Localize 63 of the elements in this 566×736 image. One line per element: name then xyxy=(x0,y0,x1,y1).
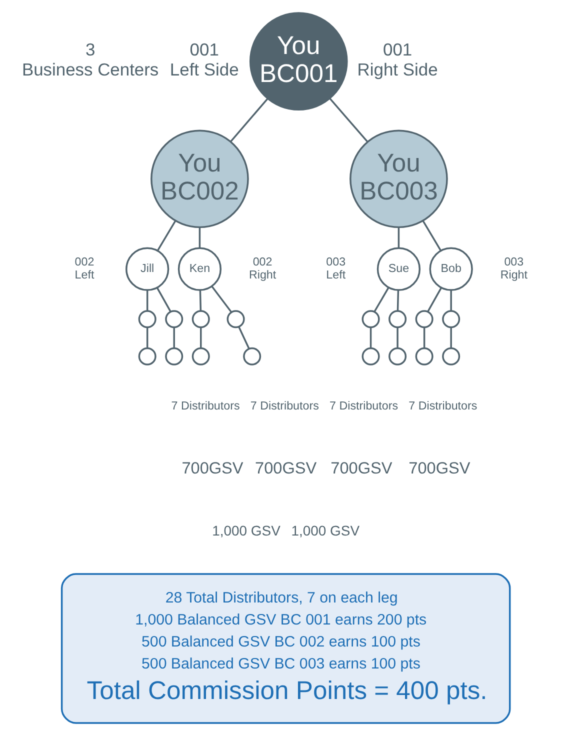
node-circle xyxy=(414,347,433,366)
node-circle xyxy=(442,310,460,328)
node-circle xyxy=(242,347,261,366)
label: 7 Distributors xyxy=(329,399,398,412)
node-circle: You BC002 xyxy=(150,130,248,228)
connector xyxy=(422,220,441,251)
connector xyxy=(422,327,425,348)
node-circle xyxy=(138,310,156,328)
connector xyxy=(172,327,174,348)
connector xyxy=(198,290,202,311)
connector xyxy=(238,326,250,349)
node-circle xyxy=(442,347,460,366)
label: 700GSV xyxy=(254,460,316,478)
label: 7 Distributors xyxy=(250,399,318,412)
label: 002 Right xyxy=(248,256,276,282)
label: 001 Right Side xyxy=(356,40,438,80)
node-circle xyxy=(191,310,210,328)
node-box: 28 Total Distributors, 7 on each leg 1,000 Balanced GSV BC 001 earns 200 pts 500 Balanced GSV BC 002 earns 100 pts 500 Balanced GSV BC 003 earns 100 pts Total Commission Points = 400 pts. xyxy=(60,573,510,724)
label: 3 Business Centers xyxy=(21,40,158,80)
node-circle xyxy=(361,347,380,366)
node-circle xyxy=(164,310,183,328)
node-circle: Ken xyxy=(177,247,222,291)
label: 1,000 GSV xyxy=(212,522,280,539)
label: 001 Left Side xyxy=(169,40,238,80)
connector xyxy=(328,98,368,142)
connector xyxy=(426,288,442,312)
connector xyxy=(146,327,148,348)
node-circle: Jill xyxy=(125,247,169,291)
connector xyxy=(369,327,372,348)
label: 7 Distributors xyxy=(170,399,240,412)
node-circle xyxy=(164,347,183,366)
connector xyxy=(396,290,399,311)
label: 7 Distributors xyxy=(408,399,477,412)
connector xyxy=(450,327,452,348)
connector xyxy=(229,98,268,142)
connector xyxy=(146,290,148,311)
node-circle xyxy=(226,310,244,328)
node-circle: Bob xyxy=(428,247,472,291)
label: 700GSV xyxy=(181,460,243,478)
connector xyxy=(397,228,400,248)
connector xyxy=(198,228,200,248)
connector xyxy=(450,290,452,311)
connector xyxy=(156,220,176,251)
connector xyxy=(210,286,232,313)
label: 002 Left xyxy=(74,256,94,282)
node-circle xyxy=(138,347,156,366)
node-circle xyxy=(388,347,406,366)
connector xyxy=(396,327,398,348)
label: 003 Left xyxy=(326,256,346,282)
node-circle xyxy=(191,347,210,366)
node-circle: You BC001 xyxy=(248,12,348,111)
connector xyxy=(373,287,389,312)
connector xyxy=(156,288,171,312)
node-circle xyxy=(361,310,380,328)
node-circle xyxy=(388,310,406,328)
label: 1,000 GSV xyxy=(290,522,360,539)
label: 003 Right xyxy=(500,256,527,282)
label: 700GSV xyxy=(330,460,392,478)
label: 700GSV xyxy=(408,460,470,478)
node-circle xyxy=(414,310,433,328)
node-circle: You BC003 xyxy=(349,130,448,228)
node-circle: Sue xyxy=(376,247,420,291)
connector xyxy=(200,327,202,348)
